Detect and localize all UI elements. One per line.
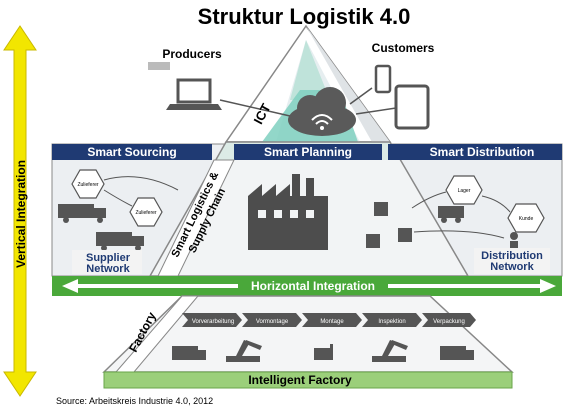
supplier-node-1: [71, 169, 105, 199]
smart-distribution-label: Smart Distribution: [430, 145, 535, 159]
supplier-network-box: [72, 250, 142, 274]
forklift-icon: [438, 206, 464, 223]
distribution-network-label-1: Distribution: [481, 250, 543, 262]
supplier-network-label-1: Supplier: [86, 252, 131, 264]
supplier-network-label-2: Network: [86, 263, 130, 275]
distribution-network-box: [474, 248, 550, 274]
cloud-connection-arrows: [219, 87, 397, 117]
section-headers: [52, 144, 562, 160]
process-step-1: [182, 313, 242, 327]
supplier-flow-arrows: [103, 176, 179, 207]
factory-small-icon: [148, 62, 170, 70]
factory-trapezoid: [102, 295, 514, 373]
vertical-integration-label: Vertical Integration: [14, 160, 28, 268]
intelligent-factory-label: Intelligent Factory: [248, 373, 352, 387]
robot-arm-icon-2: [372, 340, 408, 362]
cloud-icon: [288, 87, 356, 136]
horizontal-integration-label: Horizontal Integration: [251, 279, 375, 293]
diagram-title: Struktur Logistik 4.0: [198, 4, 411, 29]
laptop-icon: [166, 78, 222, 110]
process-step-5-label: Verpackung: [433, 319, 465, 325]
storage-box-icons: [366, 202, 412, 248]
distribution-node-kunde-label: Kunde: [519, 216, 534, 222]
smart-sourcing-label: Smart Sourcing: [87, 145, 176, 159]
process-steps: [182, 313, 476, 327]
distribution-node-kunde: [507, 203, 545, 233]
smart-planning-label: Smart Planning: [264, 145, 352, 159]
distribution-network-label-2: Network: [490, 261, 534, 273]
process-step-1-label: Vorverarbeitung: [192, 319, 234, 325]
factory-icon: [248, 174, 328, 250]
tablet-icon: [394, 84, 430, 130]
horizontal-integration-bar: [52, 276, 562, 296]
process-step-4: [362, 313, 422, 327]
smartphone-icon: [374, 64, 392, 94]
factory-truck-icon-2: [440, 346, 474, 360]
process-step-2: [242, 313, 302, 327]
source-caption: Source: Arbeitskreis Industrie 4.0, 2012: [56, 396, 213, 406]
robot-arm-icon-1: [226, 340, 262, 362]
supplier-node-1-label: Zulieferer: [77, 182, 98, 188]
supplier-node-2: [129, 197, 163, 227]
distribution-node-lager-label: Lager: [458, 188, 471, 194]
factory-truck-icon-1: [172, 346, 206, 360]
supplier-truck-icon-2: [96, 232, 144, 251]
distribution-node-lager: [445, 175, 483, 205]
forklift-floor-icon: [314, 344, 333, 360]
customers-label: Customers: [372, 41, 435, 55]
producers-label: Producers: [162, 47, 222, 61]
process-step-2-label: Vormontage: [256, 319, 289, 325]
process-step-3-label: Montage: [320, 319, 344, 325]
process-step-5: [422, 313, 476, 327]
distribution-flow-arrows: [411, 191, 511, 239]
process-step-3: [302, 313, 362, 327]
supplier-node-2-label: Zulieferer: [135, 210, 156, 216]
process-step-4-label: Inspektion: [378, 319, 405, 325]
intelligent-factory-bar: [103, 371, 513, 389]
supplier-truck-icon-1: [58, 204, 106, 223]
vertical-integration-arrow: [3, 25, 37, 397]
person-icon: [510, 232, 518, 253]
